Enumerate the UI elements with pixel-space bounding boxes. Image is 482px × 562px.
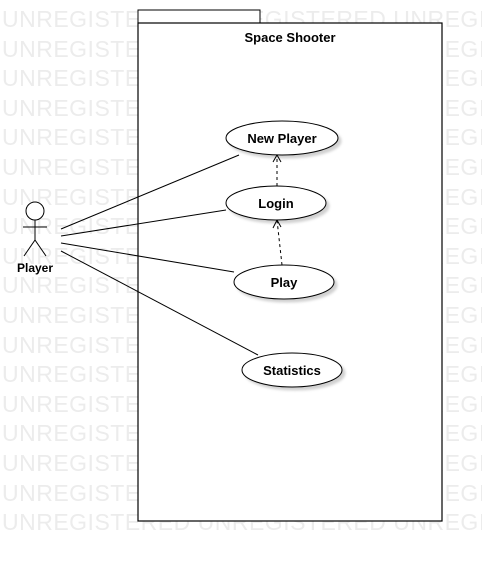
actor-label: Player: [17, 261, 53, 275]
use-case-ellipse: [225, 120, 339, 156]
use-case-play[interactable]: Play: [233, 264, 335, 300]
use-case-ellipse: [241, 352, 343, 388]
association-statistics[interactable]: [60, 250, 259, 356]
actor-left-leg: [23, 239, 36, 257]
use-case-ellipse: [225, 185, 327, 221]
actor-player[interactable]: Player: [17, 201, 53, 275]
association-play[interactable]: [60, 242, 235, 273]
use-case-label: Login: [258, 196, 293, 211]
actor-right-leg: [34, 239, 47, 257]
use-case-label: Play: [271, 275, 299, 290]
use-case-new-player[interactable]: New Player: [225, 120, 339, 156]
association-new-player[interactable]: [60, 154, 240, 230]
association-login[interactable]: [60, 209, 227, 237]
system-boundary-tab: [137, 9, 261, 24]
use-case-label: New Player: [247, 131, 316, 146]
associations: [60, 154, 259, 356]
use-case-label: Statistics: [263, 363, 321, 378]
use-case-ellipse: [233, 264, 335, 300]
system-title: Space Shooter: [244, 30, 335, 45]
actor-head: [25, 201, 45, 221]
use-case-statistics[interactable]: Statistics: [241, 352, 343, 388]
use-case-login[interactable]: Login: [225, 185, 327, 221]
